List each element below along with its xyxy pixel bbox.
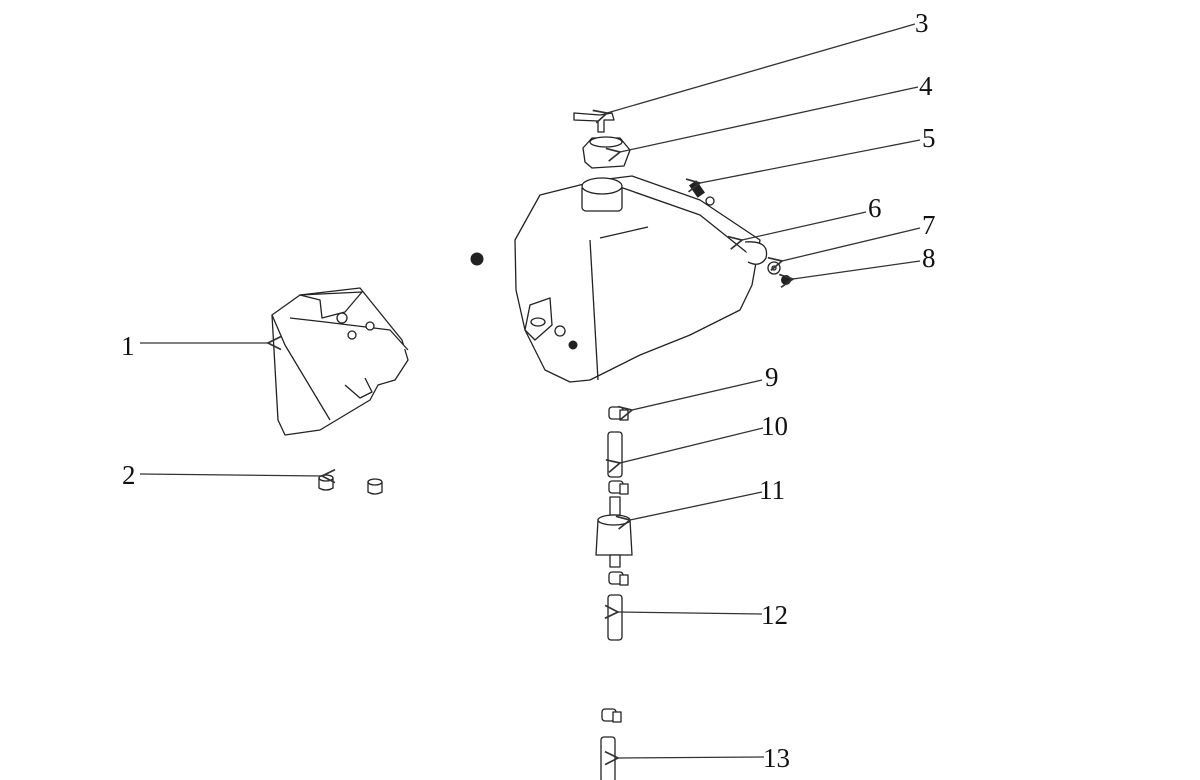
part-4-fuel-cap	[582, 136, 631, 169]
part-2-rubber-caps	[318, 474, 383, 495]
leader-line-6	[742, 211, 867, 240]
callout-7: 7	[922, 210, 936, 240]
callout-11: 11	[759, 475, 785, 505]
part-11-fuel-filter	[595, 496, 633, 568]
part-9-hose-clamp	[608, 406, 629, 421]
part-7-washer	[767, 261, 781, 275]
callout-3: 3	[915, 8, 929, 38]
callout-12: 12	[761, 600, 788, 630]
callout-1: 1	[121, 331, 135, 361]
callout-10: 10	[761, 411, 788, 441]
callout-2: 2	[122, 460, 136, 490]
part-10-fuel-hose	[607, 431, 623, 478]
leader-line-11	[630, 491, 763, 520]
leader-line-4	[620, 86, 919, 152]
part-12-fuel-hose	[607, 594, 623, 641]
leader-line-8	[793, 260, 921, 279]
leader-line-9	[632, 379, 763, 410]
callout-6: 6	[868, 193, 882, 223]
callout-4: 4	[919, 71, 933, 101]
part-13-fuel-hose	[600, 736, 616, 780]
leader-line-13	[618, 757, 765, 758]
callout-9: 9	[765, 362, 779, 392]
callout-labels: 1 2 3 4 5 6 7 8 9 10 11 12 13	[121, 8, 936, 773]
leader-line-2	[139, 474, 322, 476]
part-8-nut	[781, 275, 791, 285]
callout-13: 13	[763, 743, 790, 773]
leader-line-12	[618, 612, 763, 614]
leader-lines	[139, 23, 921, 758]
leader-line-7	[782, 227, 921, 261]
callout-5: 5	[922, 123, 936, 153]
leader-line-3	[607, 23, 916, 113]
callout-8: 8	[922, 243, 936, 273]
hose-clamp	[608, 571, 629, 586]
part-1-bracket-cover	[271, 287, 409, 436]
leader-line-10	[620, 427, 764, 463]
fuel-tank	[470, 175, 768, 383]
hose-clamp	[601, 708, 622, 723]
leader-line-5	[700, 139, 921, 183]
part-3-vent-tube	[573, 112, 615, 133]
hose-clamp	[608, 480, 629, 495]
